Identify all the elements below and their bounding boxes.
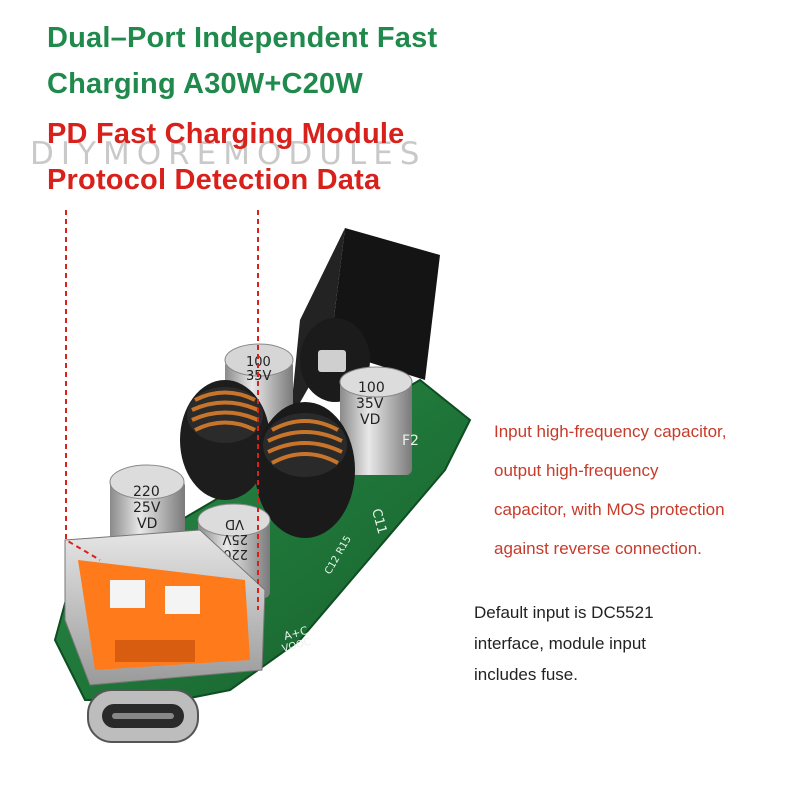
capacitor-100-35v-right: 100 35V VD bbox=[339, 366, 413, 475]
svg-text:35V: 35V bbox=[356, 396, 384, 412]
watermark-text: DIYMOREMODULES bbox=[30, 136, 427, 172]
headline-line-2: Charging A30W+C20W bbox=[47, 68, 363, 100]
headline-line-3: PD Fast Charging Module bbox=[47, 118, 405, 150]
headline-line-4: Protocol Detection Data bbox=[47, 164, 381, 196]
callout-dashed-left bbox=[65, 210, 101, 561]
inductor-right bbox=[255, 402, 355, 538]
capacitor-description: Input high-frequency capacitor, output h… bbox=[494, 412, 726, 568]
inductor-left bbox=[180, 380, 270, 500]
silk-f2: F2 bbox=[402, 433, 419, 449]
input-description-line-1: Default input is DC5521 bbox=[474, 603, 654, 622]
input-description-line-3: includes fuse. bbox=[474, 665, 578, 684]
svg-text:25V: 25V bbox=[222, 531, 248, 546]
svg-text:VD: VD bbox=[225, 516, 244, 531]
headline-line-1: Dual–Port Independent Fast bbox=[47, 22, 438, 54]
capacitor-description-line-3: capacitor, with MOS protection bbox=[494, 500, 725, 519]
svg-text:VD: VD bbox=[137, 516, 157, 532]
silk-c11: C11 bbox=[368, 507, 389, 536]
capacitor-description-line-2: output high-frequency bbox=[494, 461, 659, 480]
svg-text:VD: VD bbox=[360, 412, 380, 428]
capacitor-description-line-4: against reverse connection. bbox=[494, 539, 702, 558]
svg-text:25V: 25V bbox=[133, 500, 161, 516]
svg-text:100: 100 bbox=[246, 355, 271, 370]
silk-ac: A+C bbox=[282, 624, 309, 643]
svg-text:100: 100 bbox=[358, 380, 385, 396]
usb-a-port bbox=[64, 529, 266, 686]
input-description-line-2: interface, module input bbox=[474, 634, 646, 653]
usb-c-port bbox=[87, 689, 199, 743]
input-description: Default input is DC5521 interface, modul… bbox=[474, 597, 654, 690]
capacitor-description-line-1: Input high-frequency capacitor, bbox=[494, 422, 727, 441]
svg-text:220: 220 bbox=[133, 484, 160, 500]
